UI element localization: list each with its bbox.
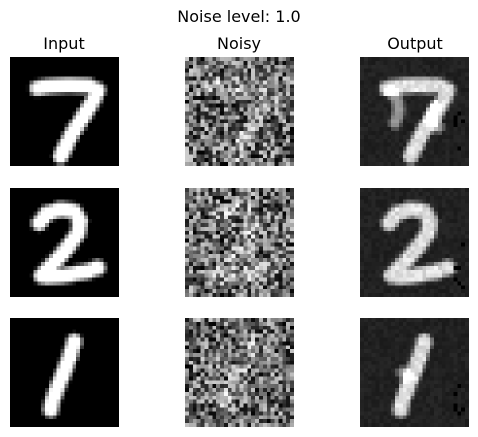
input-image-row-2 — [10, 188, 119, 297]
output-image-canvas — [360, 57, 469, 166]
noisy-image-canvas — [185, 188, 294, 297]
output-image-row-3 — [360, 318, 469, 427]
input-image-canvas — [10, 188, 119, 297]
noisy-image-row-2 — [185, 188, 294, 297]
noisy-image-canvas — [185, 318, 294, 427]
column-title-input: Input — [43, 34, 85, 53]
output-image-canvas — [360, 318, 469, 427]
noisy-image-row-3 — [185, 318, 294, 427]
input-image-row-1 — [10, 57, 119, 166]
input-image-row-3 — [10, 318, 119, 427]
noisy-image-row-1 — [185, 57, 294, 166]
column-title-noisy: Noisy — [216, 34, 261, 53]
output-image-row-2 — [360, 188, 469, 297]
input-image-canvas — [10, 318, 119, 427]
column-title-output: Output — [387, 34, 443, 53]
figure-suptitle: Noise level: 1.0 — [177, 7, 301, 26]
output-image-canvas — [360, 188, 469, 297]
input-image-canvas — [10, 57, 119, 166]
noisy-image-canvas — [185, 57, 294, 166]
output-image-row-1 — [360, 57, 469, 166]
